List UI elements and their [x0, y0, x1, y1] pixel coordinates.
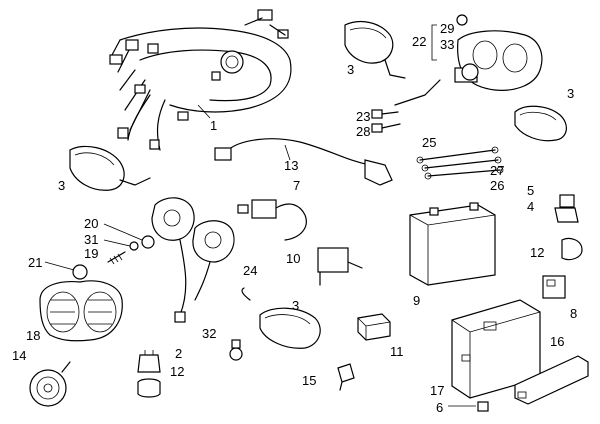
turn-signal-rear-right [514, 105, 567, 142]
callout-1: 1 [210, 118, 217, 133]
rubber-mount-bottom [137, 378, 161, 398]
callout-3-left: 3 [58, 178, 65, 193]
callout-5: 5 [527, 183, 534, 198]
callout-13: 13 [284, 158, 298, 173]
callout-15: 15 [302, 373, 316, 388]
turn-signal-front-right [344, 21, 406, 79]
callout-23: 23 [356, 109, 370, 124]
bolt-assembly [107, 235, 155, 265]
callout-6: 6 [436, 400, 443, 415]
callout-33: 33 [440, 37, 454, 52]
relay-5-4 [554, 194, 579, 223]
callout-32: 32 [202, 326, 216, 341]
ignition-coil [237, 199, 307, 241]
callout-8: 8 [570, 306, 577, 321]
handlebar-switches [151, 197, 235, 323]
callout-31: 31 [84, 232, 98, 247]
cable-13 [214, 138, 393, 186]
fuse-holder [371, 109, 401, 133]
callout-2: 2 [175, 346, 182, 361]
rubber-mount-right [561, 237, 583, 261]
callout-14: 14 [12, 348, 26, 363]
callout-3-right: 3 [567, 86, 574, 101]
clip-6 [477, 401, 489, 412]
battery-cables [416, 146, 504, 180]
callout-12-bottom: 12 [170, 364, 184, 379]
callout-22: 22 [412, 34, 426, 49]
mounting-bracket [514, 355, 589, 405]
callout-3-top: 3 [347, 62, 354, 77]
callout-26: 26 [490, 178, 504, 193]
connector-15 [337, 363, 355, 391]
callout-10: 10 [286, 251, 300, 266]
callout-20: 20 [84, 216, 98, 231]
callout-12-right: 12 [530, 245, 544, 260]
callout-27: 27 [490, 163, 504, 178]
callout-7: 7 [293, 178, 300, 193]
relay-8 [542, 275, 566, 299]
battery [409, 202, 496, 286]
callout-11: 11 [390, 344, 404, 359]
instrument-cluster [394, 14, 543, 106]
callout-4: 4 [527, 199, 534, 214]
nut-21 [72, 264, 88, 280]
headlight [39, 280, 123, 342]
wiring-harness [109, 9, 292, 151]
callout-25: 25 [422, 135, 436, 150]
turn-signal-rear-left [241, 287, 321, 349]
callout-3-bottom: 3 [292, 298, 299, 313]
callout-18: 18 [26, 328, 40, 343]
callout-16: 16 [550, 334, 564, 349]
turn-signal-front-left [69, 145, 151, 191]
voltage-regulator [317, 247, 363, 286]
pressure-switch [229, 339, 243, 361]
callout-9: 9 [413, 293, 420, 308]
callout-17: 17 [430, 383, 444, 398]
callout-19: 19 [84, 246, 98, 261]
sensor-2 [137, 350, 161, 373]
flasher-unit [357, 313, 391, 341]
horn [29, 361, 71, 407]
callout-29: 29 [440, 21, 454, 36]
callout-21: 21 [28, 255, 42, 270]
callout-24: 24 [243, 263, 257, 278]
callout-28: 28 [356, 124, 370, 139]
